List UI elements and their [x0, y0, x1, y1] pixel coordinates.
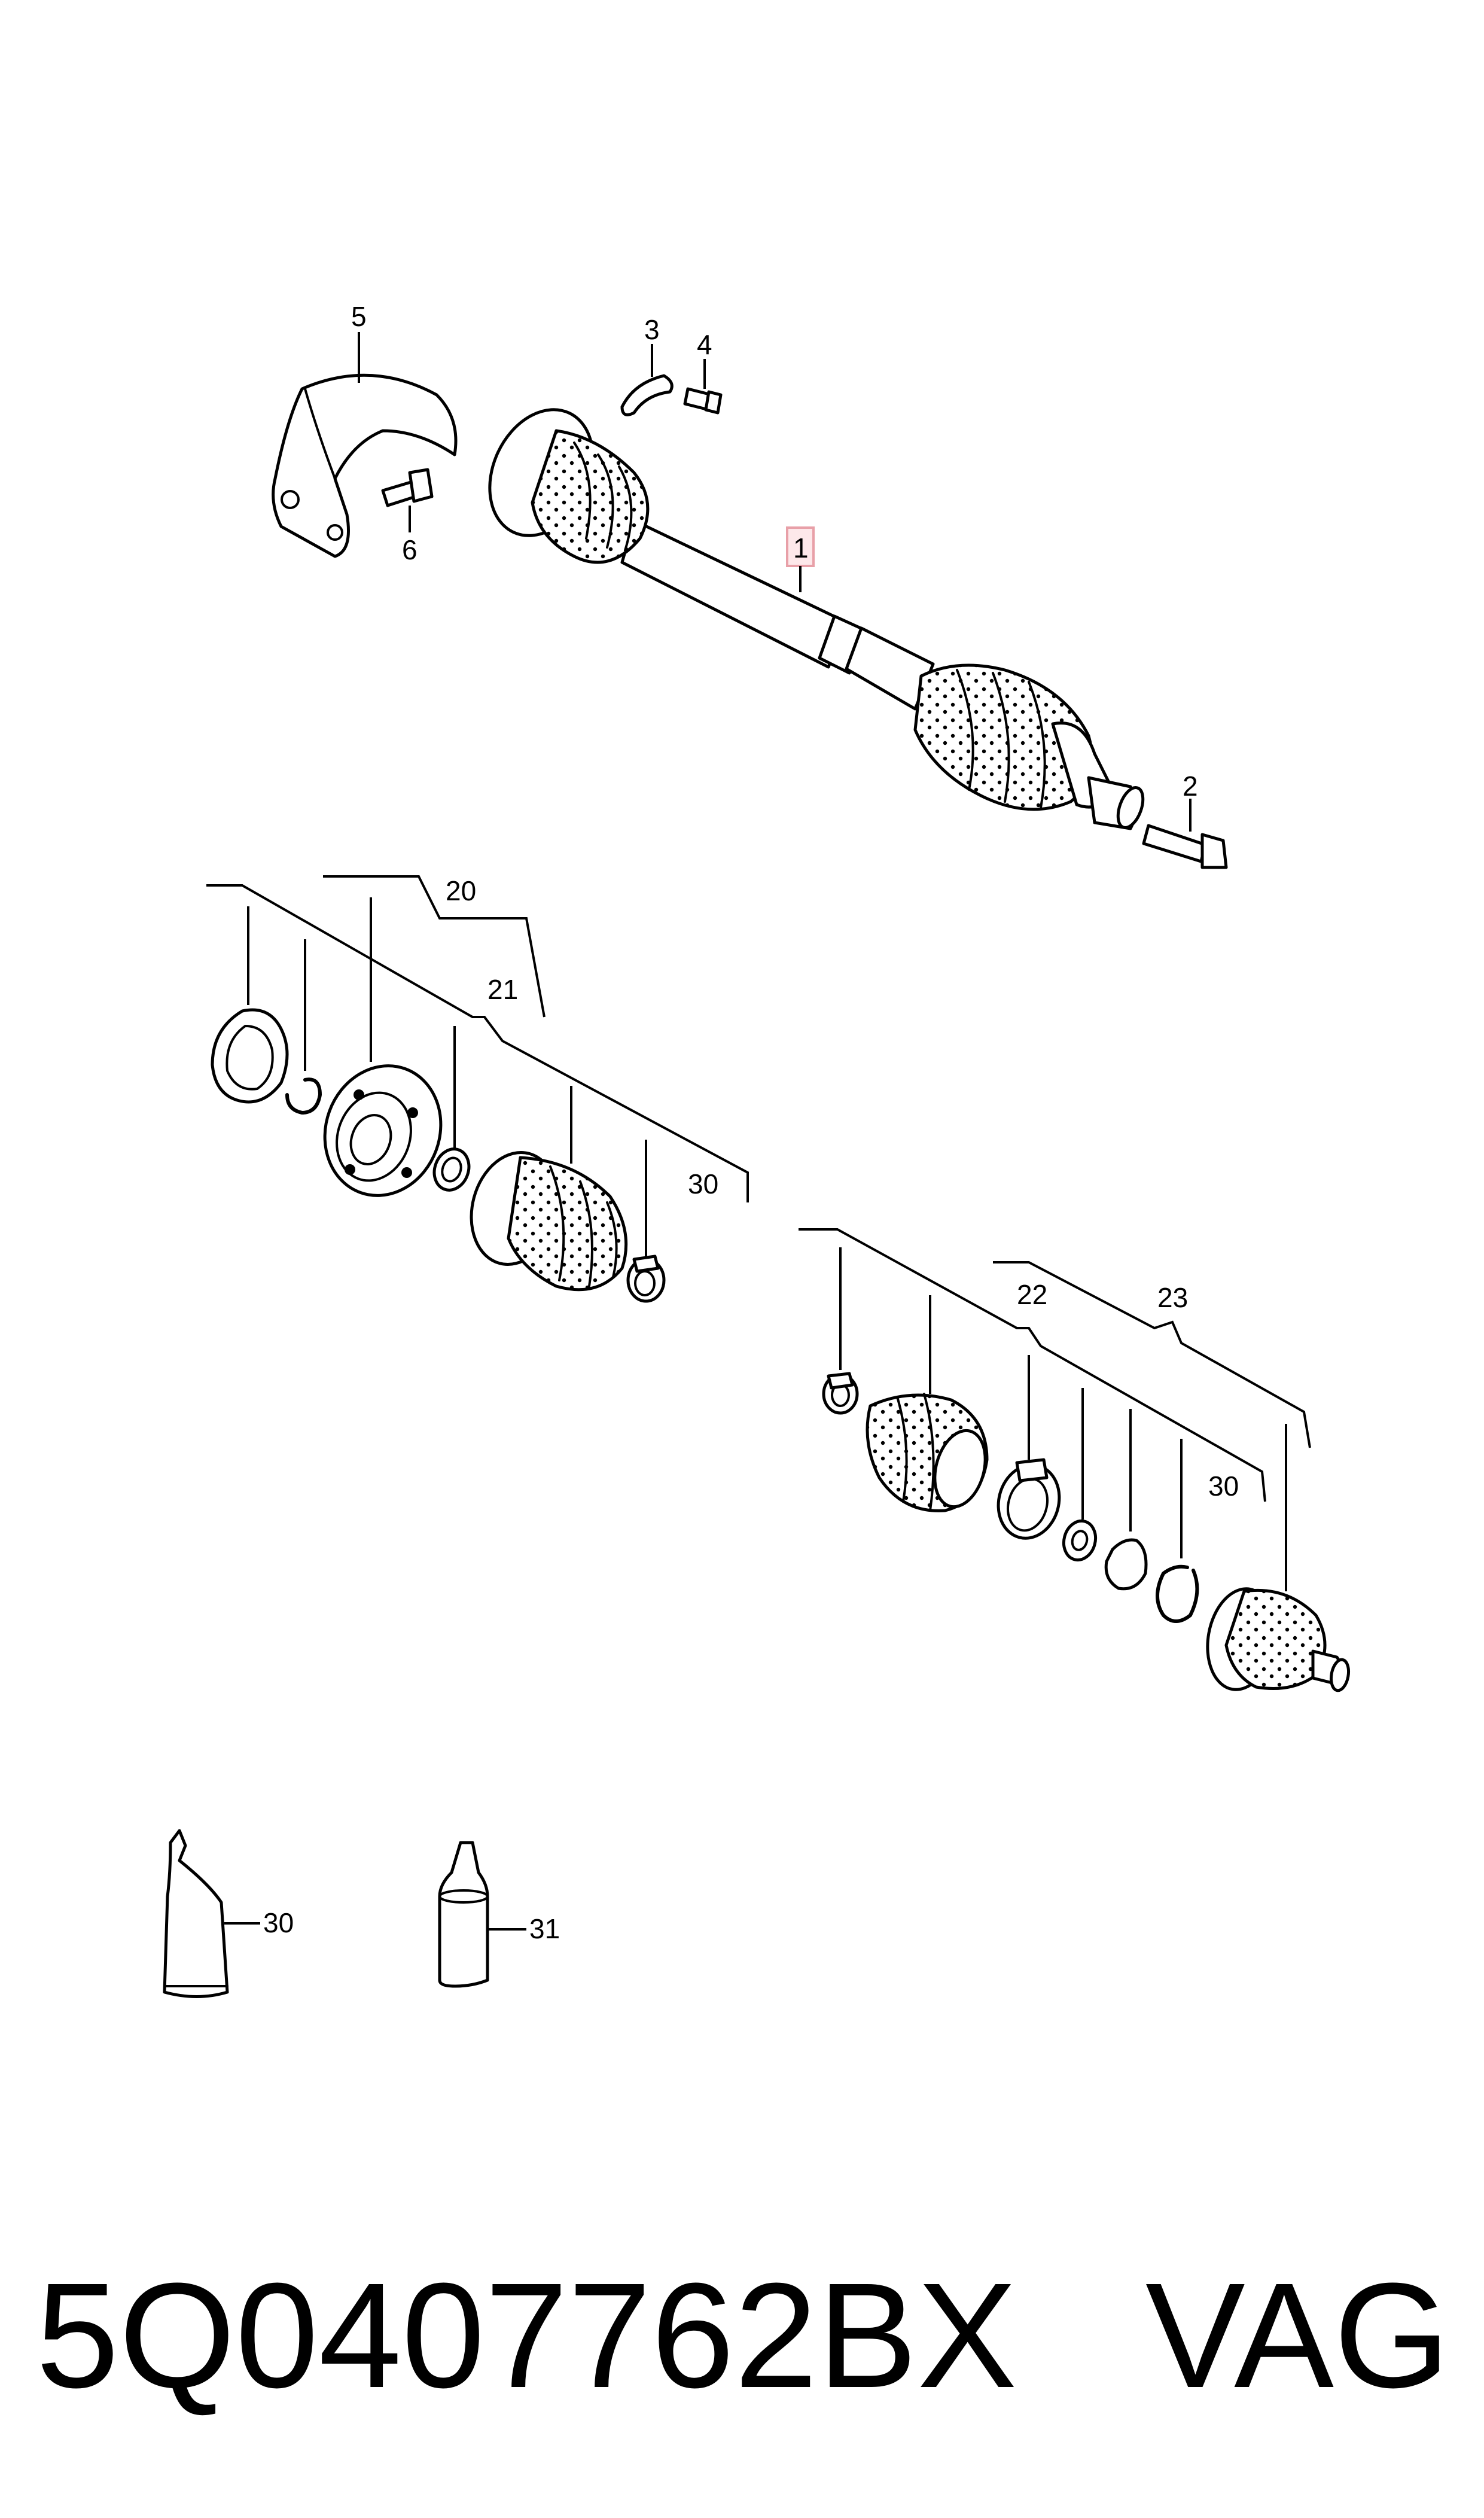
- bracket-21: 21: [206, 884, 749, 1202]
- circlip: [285, 1077, 322, 1115]
- callout-31: 31: [529, 1913, 560, 1944]
- hose-clamp-2: [822, 1372, 859, 1415]
- bolt-6: 6: [381, 468, 434, 565]
- circlip-2: [1156, 1564, 1199, 1623]
- callout-30-top: 30: [688, 1168, 718, 1199]
- callout-20: 20: [446, 875, 476, 906]
- callout-3: 3: [644, 314, 660, 345]
- heat-shield-5: 5: [272, 301, 458, 558]
- callout-1: 1: [793, 532, 809, 564]
- callout-4: 4: [697, 329, 712, 360]
- callout-1-highlight: [786, 526, 815, 567]
- large-clamp: [997, 1458, 1061, 1540]
- clip-3: 3: [620, 314, 674, 416]
- bolt-2: 2: [1142, 771, 1228, 869]
- callout-23: 23: [1157, 1282, 1188, 1313]
- joint-flange: [323, 1064, 443, 1197]
- callout-2: 2: [1183, 771, 1198, 802]
- outer-joint: [1206, 1587, 1351, 1692]
- washer: [1062, 1519, 1098, 1562]
- drive-shaft-assembly: [488, 408, 1145, 830]
- inner-boot: [470, 1150, 628, 1292]
- shaft-tube-outer: [845, 626, 935, 711]
- thrust-ring: [1104, 1538, 1148, 1591]
- callout-21: 21: [487, 974, 518, 1005]
- callout-5: 5: [351, 301, 367, 332]
- hose-clamp-1: [626, 1255, 666, 1303]
- outer-boot: [866, 1393, 989, 1512]
- sealant-bottle: 31: [438, 1841, 560, 1988]
- bracket-20: 20: [323, 875, 546, 1018]
- brand-label: VAG: [1145, 2252, 1450, 2419]
- bracket-22: 22: [799, 1228, 1266, 1502]
- callout-30-grease: 30: [263, 1907, 294, 1938]
- part-number: 5Q0407762BX: [36, 2252, 1017, 2419]
- grease-tube: 30: [163, 1829, 294, 1998]
- bracket-23: 23: [993, 1261, 1311, 1448]
- callout-6: 6: [402, 534, 418, 565]
- callout-22: 22: [1017, 1279, 1047, 1310]
- screw-4: 4: [683, 329, 723, 415]
- seal-ring: [432, 1147, 471, 1192]
- callout-30-mid: 30: [1208, 1470, 1239, 1502]
